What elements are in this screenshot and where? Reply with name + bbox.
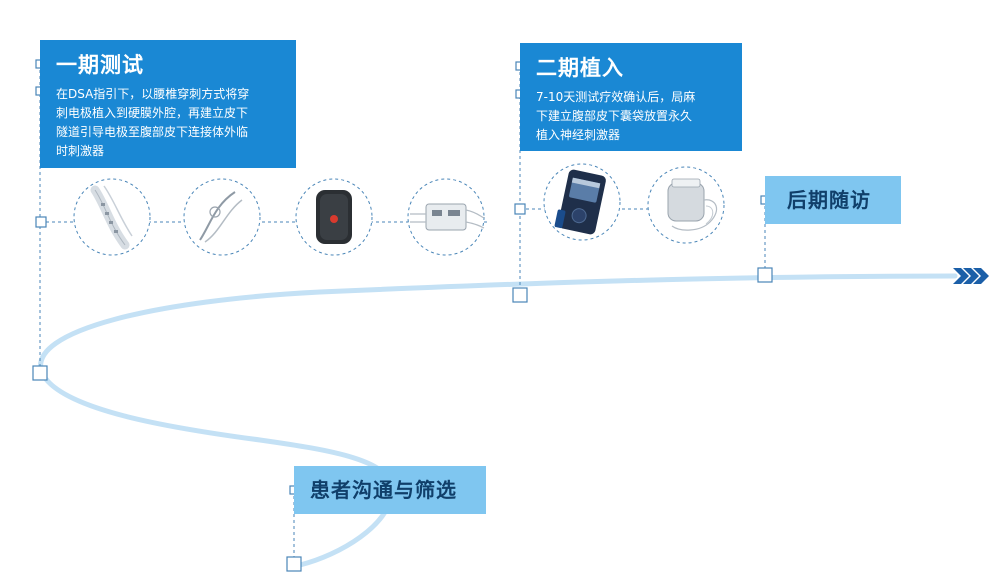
connector-icon <box>407 178 485 256</box>
phase2-title: 二期植入 <box>536 56 624 80</box>
external-stimulator-icon <box>295 178 373 256</box>
phase2-desc-line: 下建立腹部皮下囊袋放置永久 <box>536 109 693 123</box>
phase1-title: 一期测试 <box>56 53 144 77</box>
extension-wire-icon <box>183 178 261 256</box>
phase2-desc-line: 植入神经刺激器 <box>536 128 621 142</box>
screening-title: 患者沟通与筛选 <box>310 478 457 502</box>
phase1-desc-line: 刺电极植入到硬膜外腔，再建立皮下 <box>56 106 249 120</box>
phase1-desc-line: 隧道引导电极至腹部皮下连接体外临 <box>56 125 249 139</box>
electrode-lead-icon <box>73 178 151 256</box>
followup-box: 后期随访 <box>765 176 901 224</box>
phase2-devices <box>543 163 725 244</box>
phase1-devices <box>73 178 485 256</box>
screening-box: 患者沟通与筛选 <box>294 466 486 514</box>
end-arrow-icon <box>953 268 989 284</box>
phase1-description: 在DSA指引下，以腰椎穿刺方式将穿 刺电极植入到硬膜外腔，再建立皮下 隧道引导电… <box>56 85 249 161</box>
timeline-path <box>38 273 958 568</box>
phase2-description: 7-10天测试疗效确认后，局麻 下建立腹部皮下囊袋放置永久 植入神经刺激器 <box>536 88 695 145</box>
phase1-desc-line: 在DSA指引下，以腰椎穿刺方式将穿 <box>56 87 250 101</box>
phase2-box: 二期植入 7-10天测试疗效确认后，局麻 下建立腹部皮下囊袋放置永久 植入神经刺… <box>520 43 742 151</box>
phase1-box: 一期测试 在DSA指引下，以腰椎穿刺方式将穿 刺电极植入到硬膜外腔，再建立皮下 … <box>40 40 296 168</box>
phase2-desc-line: 7-10天测试疗效确认后，局麻 <box>536 90 696 104</box>
phase1-desc-line: 时刺激器 <box>56 144 105 158</box>
patient-programmer-icon <box>543 163 621 241</box>
implantable-stimulator-icon <box>647 166 725 244</box>
followup-title: 后期随访 <box>787 188 871 212</box>
